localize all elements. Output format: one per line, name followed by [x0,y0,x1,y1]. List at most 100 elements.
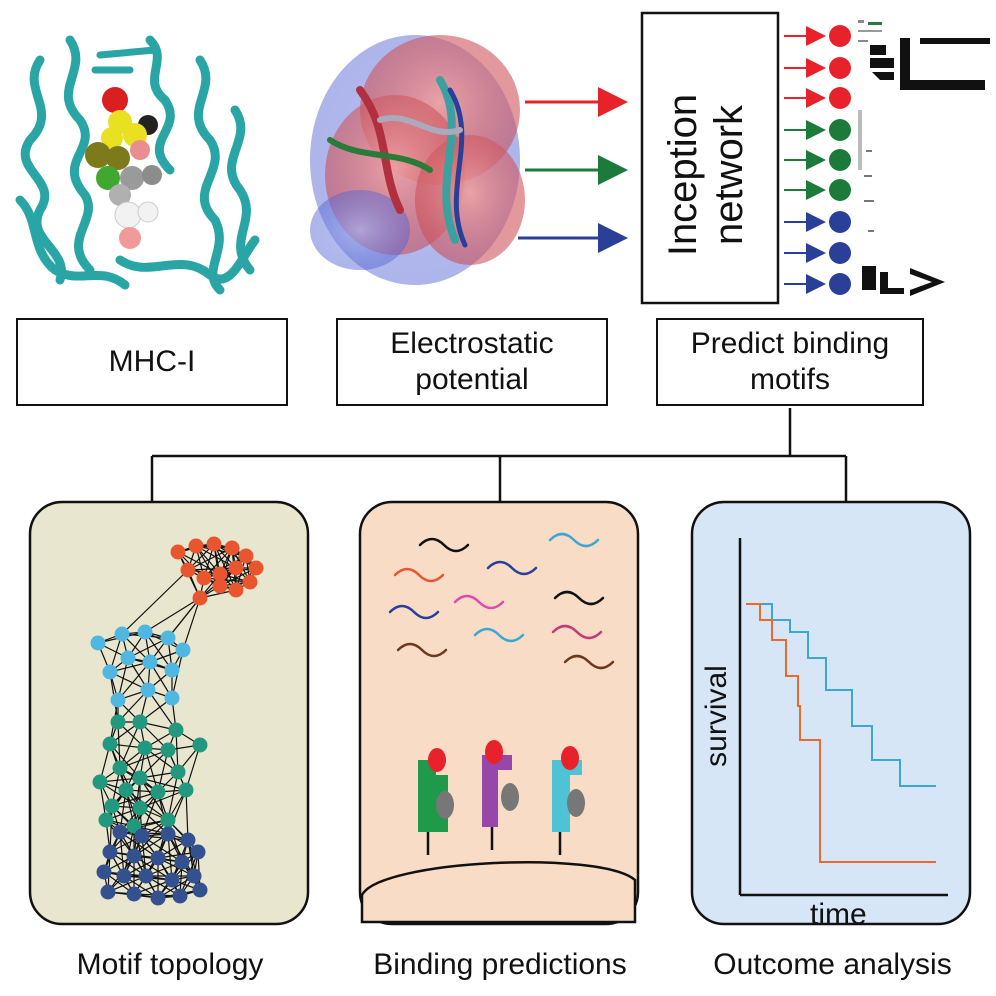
network-node [160,826,176,842]
network-node [186,868,202,884]
network-label-line2: network [707,104,751,246]
survival-curve-blue [746,603,936,787]
network-edge [111,791,159,807]
network-node [116,868,132,884]
network-node [138,868,154,884]
network-node [150,784,166,800]
network-node [164,690,180,706]
network-edge [117,661,151,701]
mhc-label-box: MHC-I [16,318,288,406]
network-node [132,800,148,816]
network-node [118,782,134,798]
network-node [100,884,116,900]
network-node [196,570,212,586]
network-node [110,714,126,730]
network-edge [203,577,251,583]
network-edge [109,805,113,853]
mhc-label: MHC-I [108,345,196,378]
network-node [188,538,204,554]
network-nodes [90,536,264,906]
electrostatic-label-box: Electrostatic potential [336,318,608,406]
network-node [160,742,176,758]
network-node [132,770,148,786]
time-axis-label: time [810,898,867,931]
electrostatic-label-line1: Electrostatic [390,327,554,360]
network-edge [133,819,169,857]
network-edge [203,555,247,579]
network-node [140,682,156,698]
network-edge [147,689,177,731]
network-edge [99,781,141,809]
network-node [112,760,128,776]
network-node [134,828,150,844]
network-node [137,740,153,756]
network-node [168,722,184,738]
network-node [114,626,130,642]
network-node [102,736,118,752]
network-node [160,812,176,828]
network-edge [139,789,187,809]
network-node [137,624,153,640]
network-edge [109,743,141,779]
network-edge [187,567,237,571]
network-label-line1: Inception [661,93,705,257]
network-node [120,650,136,666]
network-node [212,578,228,594]
network-edge [139,777,187,791]
network-node [178,782,194,798]
network-edge [167,597,201,639]
network-edge [187,547,233,571]
electrostatic-label-line2: potential [415,363,529,396]
cell-surface-icon [360,861,637,924]
network-node [142,654,158,670]
network-node [228,582,244,598]
peptide-spheres [85,87,162,249]
network-edge [167,833,173,881]
binding-predictions-caption: Binding predictions [373,948,627,981]
network-node [104,798,120,814]
network-node [170,544,186,560]
network-node [150,850,166,866]
network-edge [182,597,201,651]
network-node [248,560,264,576]
predict-label-line2: motifs [749,363,830,396]
network-node [228,560,244,576]
survival-curve-orange [746,603,936,863]
network-edge [125,747,146,791]
network-node [192,882,208,898]
network-node [238,548,254,564]
network-edge [144,747,159,793]
network-edge [119,749,169,769]
network-node [175,642,191,658]
network-node [170,764,186,780]
network-edge [144,597,201,633]
network-node [150,890,166,906]
network-node [132,714,148,730]
outcome-analysis-panel [690,500,972,926]
network-node [190,844,206,860]
network-node [126,818,142,834]
network-edge [167,771,179,821]
network-node [164,872,180,888]
network-node [224,540,240,556]
network-node [110,692,126,708]
network-node [112,824,128,840]
network-node [90,635,106,651]
network-node [102,664,118,680]
output-arrows [784,26,826,294]
network-edge [121,569,189,635]
sequence-logo-icon [858,20,990,296]
survival-axis-label: survival [700,665,733,767]
network-node [164,662,180,678]
network-edge [185,789,189,841]
network-node [174,854,190,870]
input-arrows [518,87,628,253]
network-node [180,832,196,848]
network-node [192,590,208,606]
network-node [102,844,118,860]
inception-network-box [640,11,780,305]
network-node [126,848,142,864]
outcome-analysis-caption: Outcome analysis [713,948,952,981]
